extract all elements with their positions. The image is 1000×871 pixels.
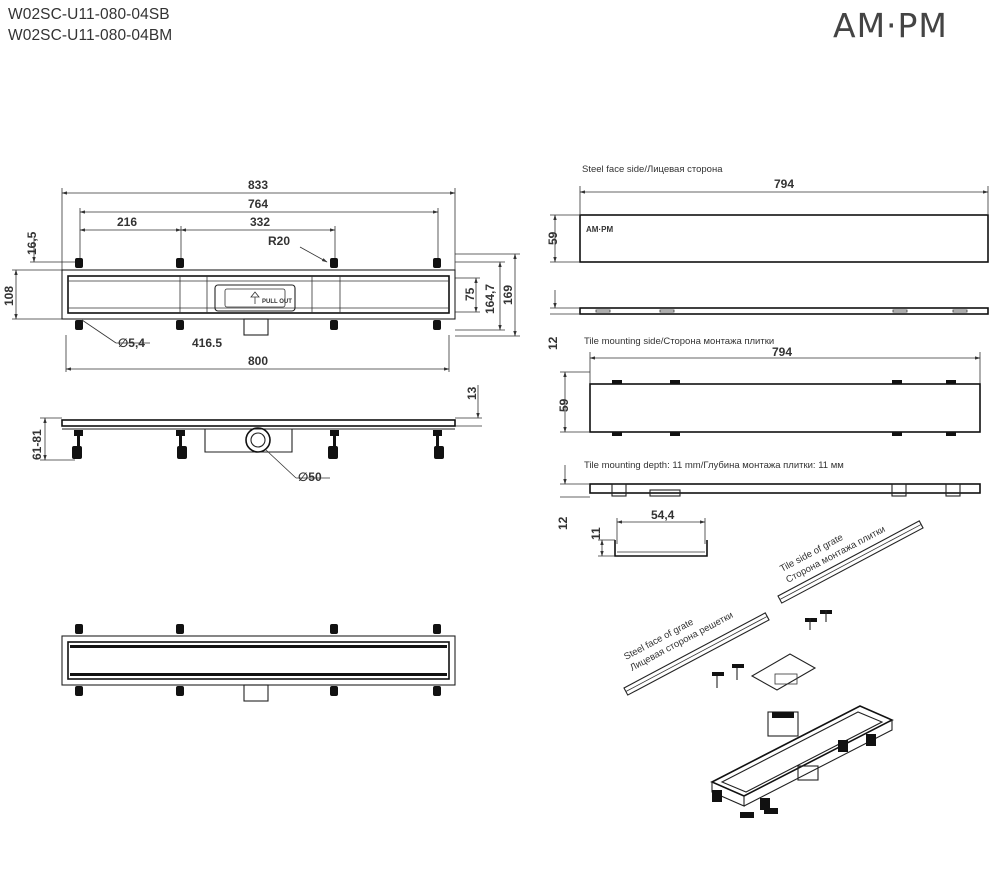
dim-108: 108 bbox=[2, 286, 16, 306]
dim-833: 833 bbox=[248, 178, 268, 192]
top-view-drawing: PULL OUT 833 764 216 332 R20 16,5 108 75… bbox=[2, 178, 520, 372]
dim-800: 800 bbox=[248, 354, 268, 368]
steel-face-grate-drawing: Steel face side/Лицевая сторона 794 AM·P… bbox=[546, 164, 989, 350]
tile-dim-12: 12 bbox=[556, 516, 570, 530]
dim-169: 169 bbox=[501, 285, 515, 305]
dim-764: 764 bbox=[248, 197, 268, 211]
steel-face-caption: Steel face side/Лицевая сторона bbox=[582, 164, 723, 175]
steel-dim-59: 59 bbox=[546, 231, 560, 245]
dim-16-5: 16,5 bbox=[25, 231, 39, 255]
tile-dim-59: 59 bbox=[557, 398, 571, 412]
dim-diameter-5-4: ∅5,4 bbox=[118, 336, 145, 350]
dim-61-81: 61-81 bbox=[30, 429, 44, 460]
tile-depth-caption: Tile mounting depth: 11 mm/Глубина монта… bbox=[584, 460, 844, 471]
tile-mounting-grate-drawing: Tile mounting side/Сторона монтажа плитк… bbox=[556, 336, 981, 557]
tile-dim-54-4: 54,4 bbox=[651, 508, 675, 522]
dim-r20: R20 bbox=[268, 234, 290, 248]
dim-332: 332 bbox=[250, 215, 270, 229]
steel-dim-794: 794 bbox=[774, 177, 794, 191]
dim-164-7: 164,7 bbox=[483, 284, 497, 314]
dim-75: 75 bbox=[463, 287, 477, 301]
top-view-with-grate bbox=[61, 624, 456, 702]
side-view-drawing: 13 61-81 ∅50 bbox=[30, 385, 482, 484]
dim-216: 216 bbox=[117, 215, 137, 229]
tile-dim-794: 794 bbox=[772, 345, 792, 359]
dim-13: 13 bbox=[465, 386, 479, 400]
exploded-view: Tile side of grate Сторона монтажа плитк… bbox=[622, 520, 924, 818]
dim-diameter-50: ∅50 bbox=[298, 470, 322, 484]
model-code-sb: W02SC-U11-080-04SB bbox=[8, 6, 170, 23]
brand-logo: AM·PM bbox=[833, 6, 948, 45]
tile-mounting-caption: Tile mounting side/Сторона монтажа плитк… bbox=[584, 336, 774, 347]
pull-out-label: PULL OUT bbox=[262, 299, 292, 305]
steel-dim-12: 12 bbox=[546, 336, 560, 350]
tile-dim-11: 11 bbox=[589, 527, 603, 540]
grate-small-logo: AM·PM bbox=[586, 225, 613, 234]
dim-416-5: 416.5 bbox=[192, 336, 222, 350]
model-code-bm: W02SC-U11-080-04BM bbox=[8, 27, 173, 44]
